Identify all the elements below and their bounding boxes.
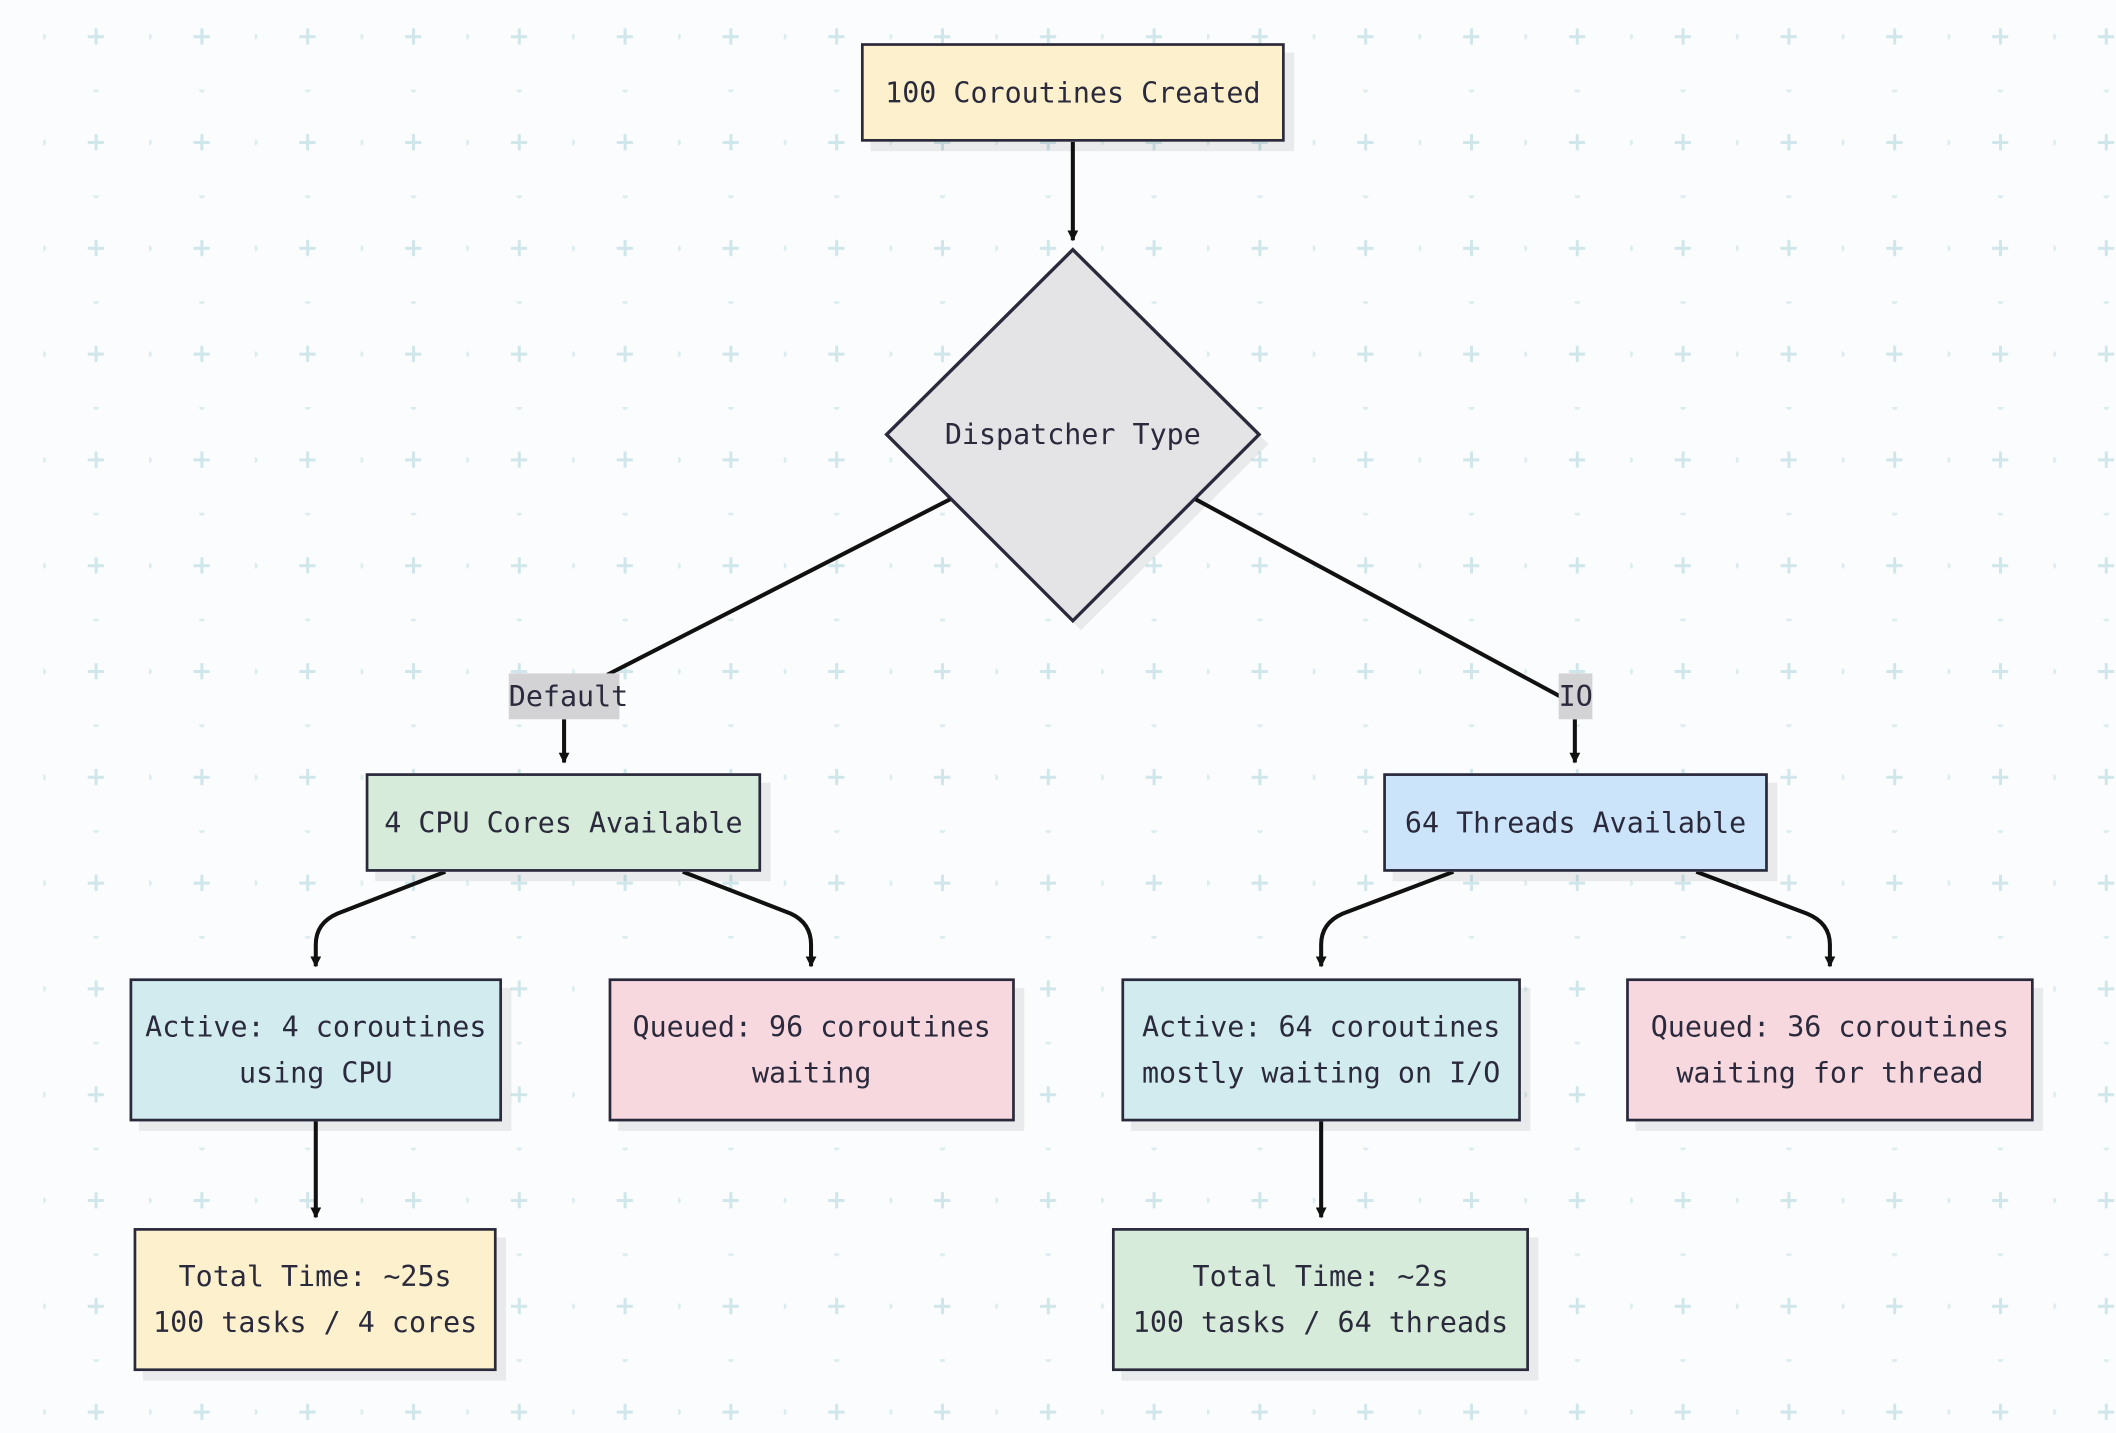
node-cpu-total-label: Total Time: ~25s 100 tasks / 4 cores	[153, 1260, 478, 1339]
decision-label: Dispatcher Type	[944, 418, 1201, 451]
edge-label-default: Default	[508, 673, 628, 720]
node-cpu-cores-label: 4 CPU Cores Available	[384, 806, 743, 839]
decision-diamond	[884, 247, 1262, 624]
edge-label-io: IO	[1558, 673, 1593, 720]
node-io-queued: Queued: 36 coroutines waiting for thread	[1626, 978, 2034, 1122]
node-io-total: Total Time: ~2s 100 tasks / 64 threads	[1111, 1228, 1529, 1372]
node-cpu-total: Total Time: ~25s 100 tasks / 4 cores	[133, 1228, 497, 1372]
edge-threads-to-queued	[1695, 869, 1836, 968]
node-threads-label: 64 Threads Available	[1404, 806, 1747, 839]
node-cpu-cores: 4 CPU Cores Available	[365, 773, 762, 872]
node-coroutines-created-label: 100 Coroutines Created	[885, 76, 1261, 109]
node-io-active-label: Active: 64 coroutines mostly waiting on …	[1141, 1010, 1501, 1090]
node-cpu-active-label: Active: 4 coroutines using CPU	[145, 1010, 487, 1090]
edge-decision-to-io-a	[1194, 497, 1561, 699]
edge-cores-to-queued	[682, 869, 817, 968]
edge-cores-to-active	[310, 869, 447, 968]
node-coroutines-created: 100 Coroutines Created	[860, 43, 1285, 142]
node-io-total-label: Total Time: ~2s 100 tasks / 64 threads	[1132, 1260, 1509, 1339]
node-cpu-active: Active: 4 coroutines using CPU	[129, 978, 503, 1122]
edge-decision-to-default-a	[606, 497, 951, 677]
node-io-queued-label: Queued: 36 coroutines waiting for thread	[1650, 1010, 2010, 1090]
node-cpu-queued: Queued: 96 coroutines waiting	[608, 978, 1015, 1122]
edge-threads-to-active	[1315, 869, 1455, 968]
node-threads: 64 Threads Available	[1383, 773, 1768, 872]
node-cpu-queued-label: Queued: 96 coroutines waiting	[632, 1010, 991, 1090]
node-io-active: Active: 64 coroutines mostly waiting on …	[1121, 978, 1521, 1122]
